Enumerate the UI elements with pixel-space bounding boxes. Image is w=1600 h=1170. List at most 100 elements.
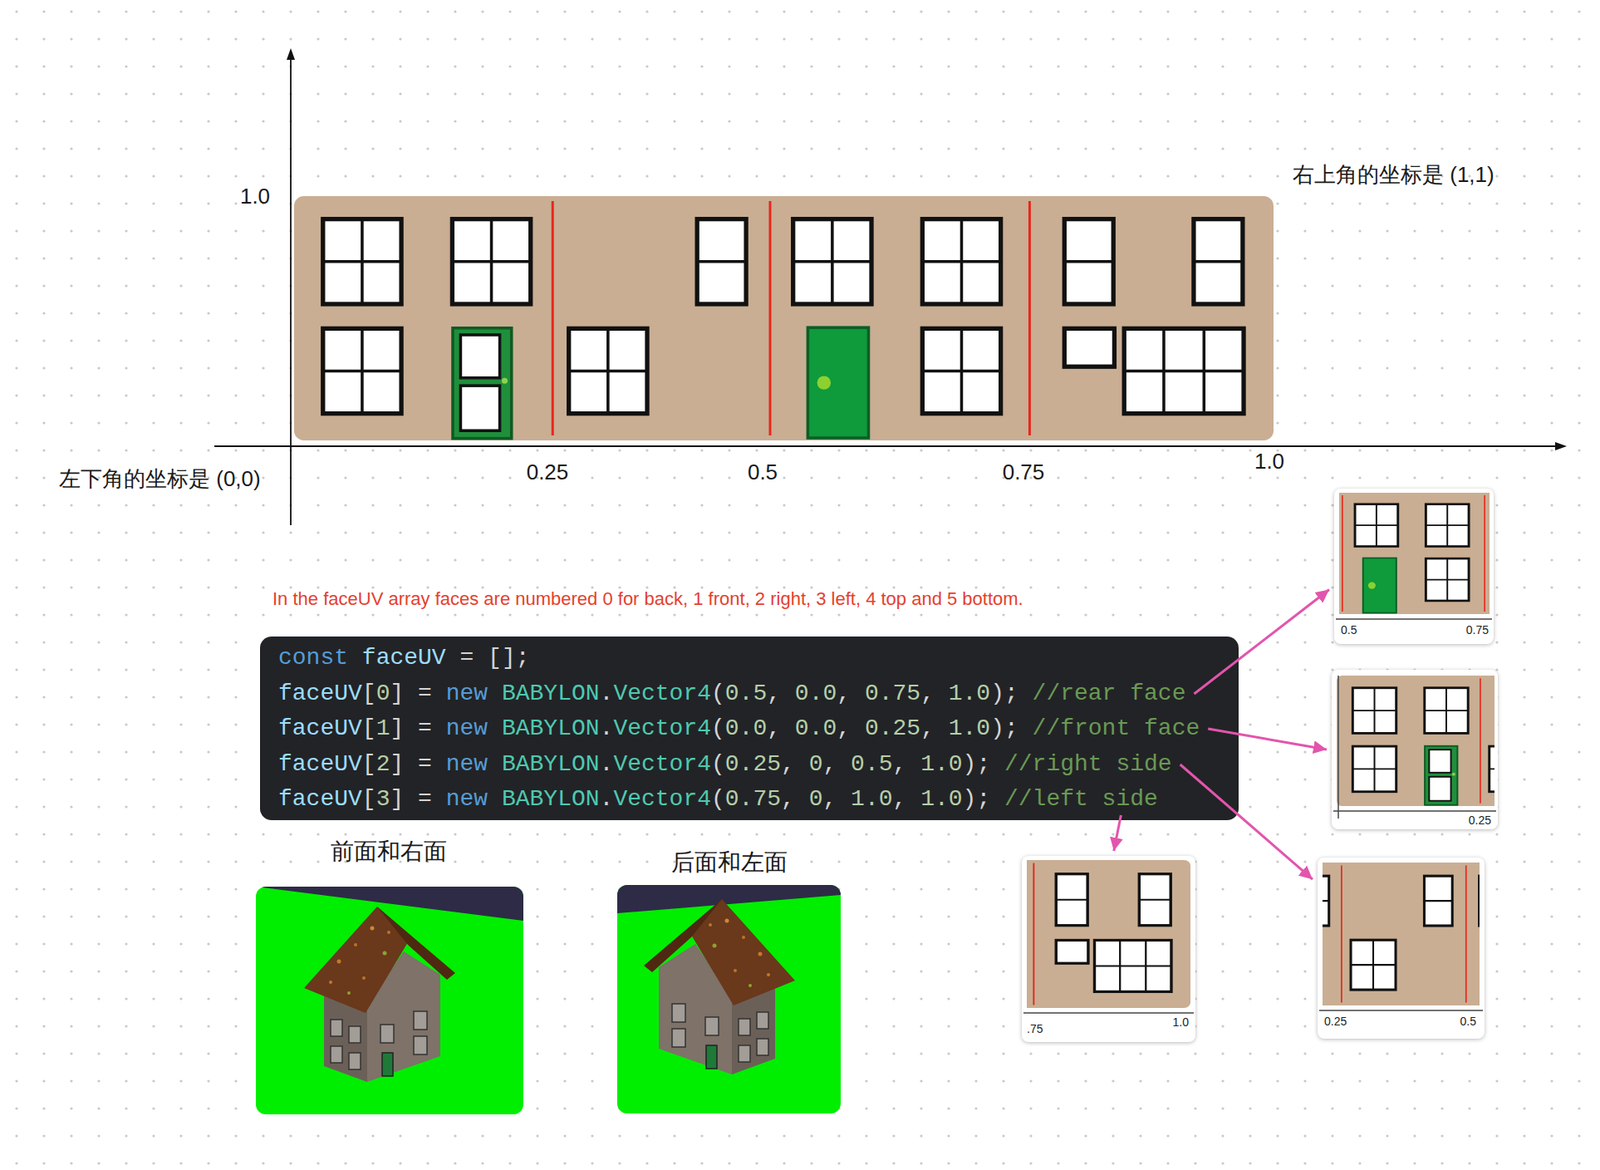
code-token: faceUV [362, 644, 447, 671]
code-token [850, 680, 865, 707]
code-token: faceUV [278, 750, 363, 777]
image-caption: 后面和左面 [671, 848, 788, 877]
code-token: 1.0 [948, 715, 991, 742]
code-token: . [599, 715, 614, 742]
code-line: faceUV[0] = new BABYLON.Vector4(0.5, 0.0… [278, 679, 1186, 708]
code-line: faceUV[1] = new BABYLON.Vector4(0.0, 0.0… [278, 714, 1200, 743]
code-token: ) [962, 750, 977, 777]
code-token: . [599, 680, 614, 707]
code-token: 0 [809, 785, 824, 812]
code-token [431, 715, 447, 742]
code-token: ; [976, 750, 991, 777]
code-token [403, 680, 418, 707]
code-token: ; [1004, 715, 1019, 742]
code-token [487, 680, 502, 707]
code-token: = [459, 644, 474, 671]
code-background [260, 636, 1239, 820]
thumbnail-image [1322, 862, 1480, 1006]
axis-value: 0.25 [1468, 813, 1492, 828]
axis-value: 0.75 [1002, 459, 1046, 486]
code-token [431, 785, 447, 812]
axis-value: 1.0 [1254, 448, 1285, 475]
code-token [934, 715, 949, 742]
pink-arrow [1207, 728, 1327, 750]
code-token [780, 680, 796, 707]
code-text: faceUV[0] = new BABYLON.Vector4(0.5, 0.0… [278, 679, 1186, 708]
code-token: 1.0 [920, 785, 962, 812]
code-text: faceUV[1] = new BABYLON.Vector4(0.0, 0.0… [278, 714, 1200, 743]
code-token: = [417, 715, 432, 742]
uv-thumbnail: 0.25 [1331, 669, 1498, 830]
code-token: //front face [1032, 715, 1201, 742]
code-token: Vector4 [613, 680, 712, 707]
code-token: 1.0 [948, 680, 991, 707]
axis-value: .75 [1026, 1021, 1043, 1036]
code-text: const faceUV = []; [278, 643, 531, 673]
code-token: 0.0 [795, 715, 837, 742]
code-token: ] [389, 785, 404, 812]
code-token [403, 750, 418, 777]
axis-value: 0.5 [747, 459, 778, 486]
code-line: faceUV[2] = new BABYLON.Vector4(0.25, 0,… [278, 750, 1173, 779]
note-text: In the faceUV array faces are numbered 0… [272, 588, 1024, 610]
code-token: ( [711, 750, 726, 777]
code-token: . [599, 750, 614, 777]
axes [214, 48, 1567, 526]
axis-value: 1.0 [1173, 1015, 1189, 1030]
code-token [487, 785, 502, 812]
code-line: faceUV[3] = new BABYLON.Vector4(0.75, 0,… [278, 785, 1159, 814]
code-token: , [893, 750, 908, 777]
code-token [850, 715, 865, 742]
code-token: , [836, 680, 851, 707]
code-token: new [446, 680, 488, 707]
axis-value: 1.0 [240, 183, 270, 210]
code-token: = [417, 680, 432, 707]
code-token: 0.0 [795, 680, 837, 707]
thumbnail-axes [1023, 618, 1497, 1013]
code-token: Vector4 [613, 785, 712, 812]
code-token: , [780, 785, 796, 812]
code-token: , [920, 680, 935, 707]
code-token: , [822, 785, 837, 812]
code-token: , [766, 715, 781, 742]
code-token: ; [1004, 680, 1019, 707]
code-token: faceUV [278, 680, 363, 707]
code-token [403, 715, 418, 742]
code-token: BABYLON [501, 785, 600, 812]
render-back-left [617, 884, 841, 1114]
code-token: ; [976, 785, 991, 812]
code-token: //right side [1004, 750, 1173, 777]
code-token: BABYLON [501, 750, 600, 777]
code-token: , [920, 715, 935, 742]
code-token [795, 785, 810, 812]
image-caption: 前面和右面 [330, 837, 447, 866]
uv-thumbnail: 0.5 0.75 [1334, 488, 1494, 644]
code-token [990, 750, 1005, 777]
code-token: [ [487, 644, 502, 671]
code-token: 0 [809, 750, 824, 777]
code-token: 0.5 [725, 680, 767, 707]
code-token: faceUV [278, 715, 363, 742]
axis-value: 0.75 [1466, 623, 1489, 638]
code-token [906, 785, 921, 812]
code-token: 1.0 [850, 785, 893, 812]
code-token: 0.25 [864, 715, 921, 742]
code-token: ) [990, 680, 1005, 707]
code-token: ( [711, 680, 726, 707]
code-token [795, 750, 810, 777]
code-token: 0.5 [850, 750, 893, 777]
code-text: faceUV[2] = new BABYLON.Vector4(0.25, 0,… [278, 750, 1173, 779]
code-token [348, 644, 363, 671]
thumbnail-image [1336, 675, 1495, 806]
code-token: new [446, 785, 488, 812]
code-token [446, 644, 461, 671]
code-token [906, 750, 921, 777]
code-token: const [278, 644, 349, 671]
code-token: ; [515, 644, 531, 671]
code-token [487, 750, 502, 777]
code-token: 0.0 [725, 715, 767, 742]
axis-value: 0.25 [526, 459, 570, 486]
axis-value: 0.5 [1340, 623, 1357, 638]
code-token: 0 [376, 680, 391, 707]
